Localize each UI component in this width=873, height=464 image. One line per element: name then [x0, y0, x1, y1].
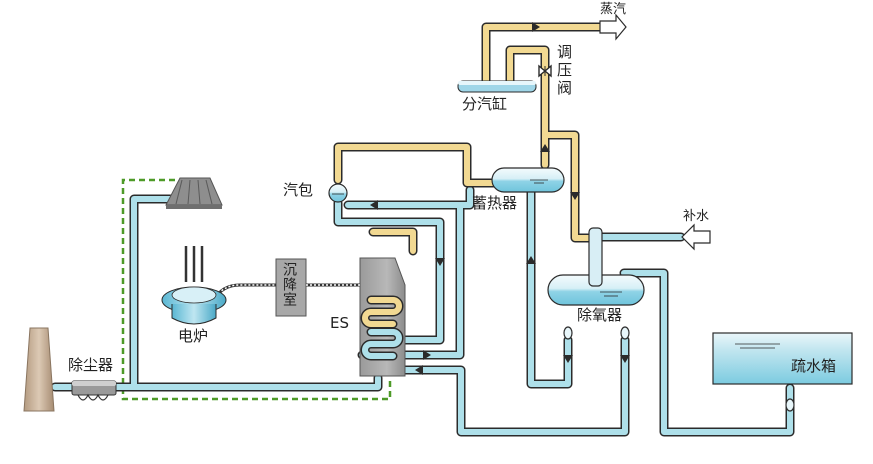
settling-chamber [275, 258, 307, 317]
flow-arrows [370, 22, 630, 375]
es-label: ES [330, 314, 349, 332]
accumulator-vessel [491, 167, 565, 193]
settling-chamber-label: 沉降室 [281, 262, 297, 307]
deaerator-vessel [547, 227, 645, 306]
regulating-valve-label: 调压阀 [555, 44, 573, 98]
deaerator-label: 除氧器 [577, 306, 623, 324]
makeup-water-arrow-icon [681, 223, 711, 251]
valve-icon [538, 64, 552, 78]
es-boiler [359, 257, 406, 377]
flue-gas-path [121, 178, 392, 401]
steam-header-label: 分汽缸 [462, 95, 508, 113]
steam-out-arrow-icon [599, 13, 627, 41]
drain-tank [712, 332, 853, 412]
dust-collector-label: 除尘器 [68, 356, 114, 374]
steam-drum [328, 183, 348, 203]
steam-drum-label: 汽包 [283, 181, 314, 199]
drain-tank-label: 疏水箱 [791, 357, 837, 375]
steam-pipes [333, 22, 605, 256]
makeup-water-label: 补水 [683, 209, 710, 224]
dust-collector [71, 380, 117, 401]
accumulator-label: 蓄热器 [472, 194, 518, 212]
chimney [23, 327, 55, 412]
water-pipes [50, 182, 795, 437]
electric-furnace-label: 电炉 [178, 327, 209, 345]
steam-header [457, 80, 537, 93]
electric-furnace [161, 246, 227, 325]
hood-icon [165, 177, 223, 209]
pump-icon [563, 326, 630, 340]
steam-out-label: 蒸汽 [600, 2, 627, 17]
